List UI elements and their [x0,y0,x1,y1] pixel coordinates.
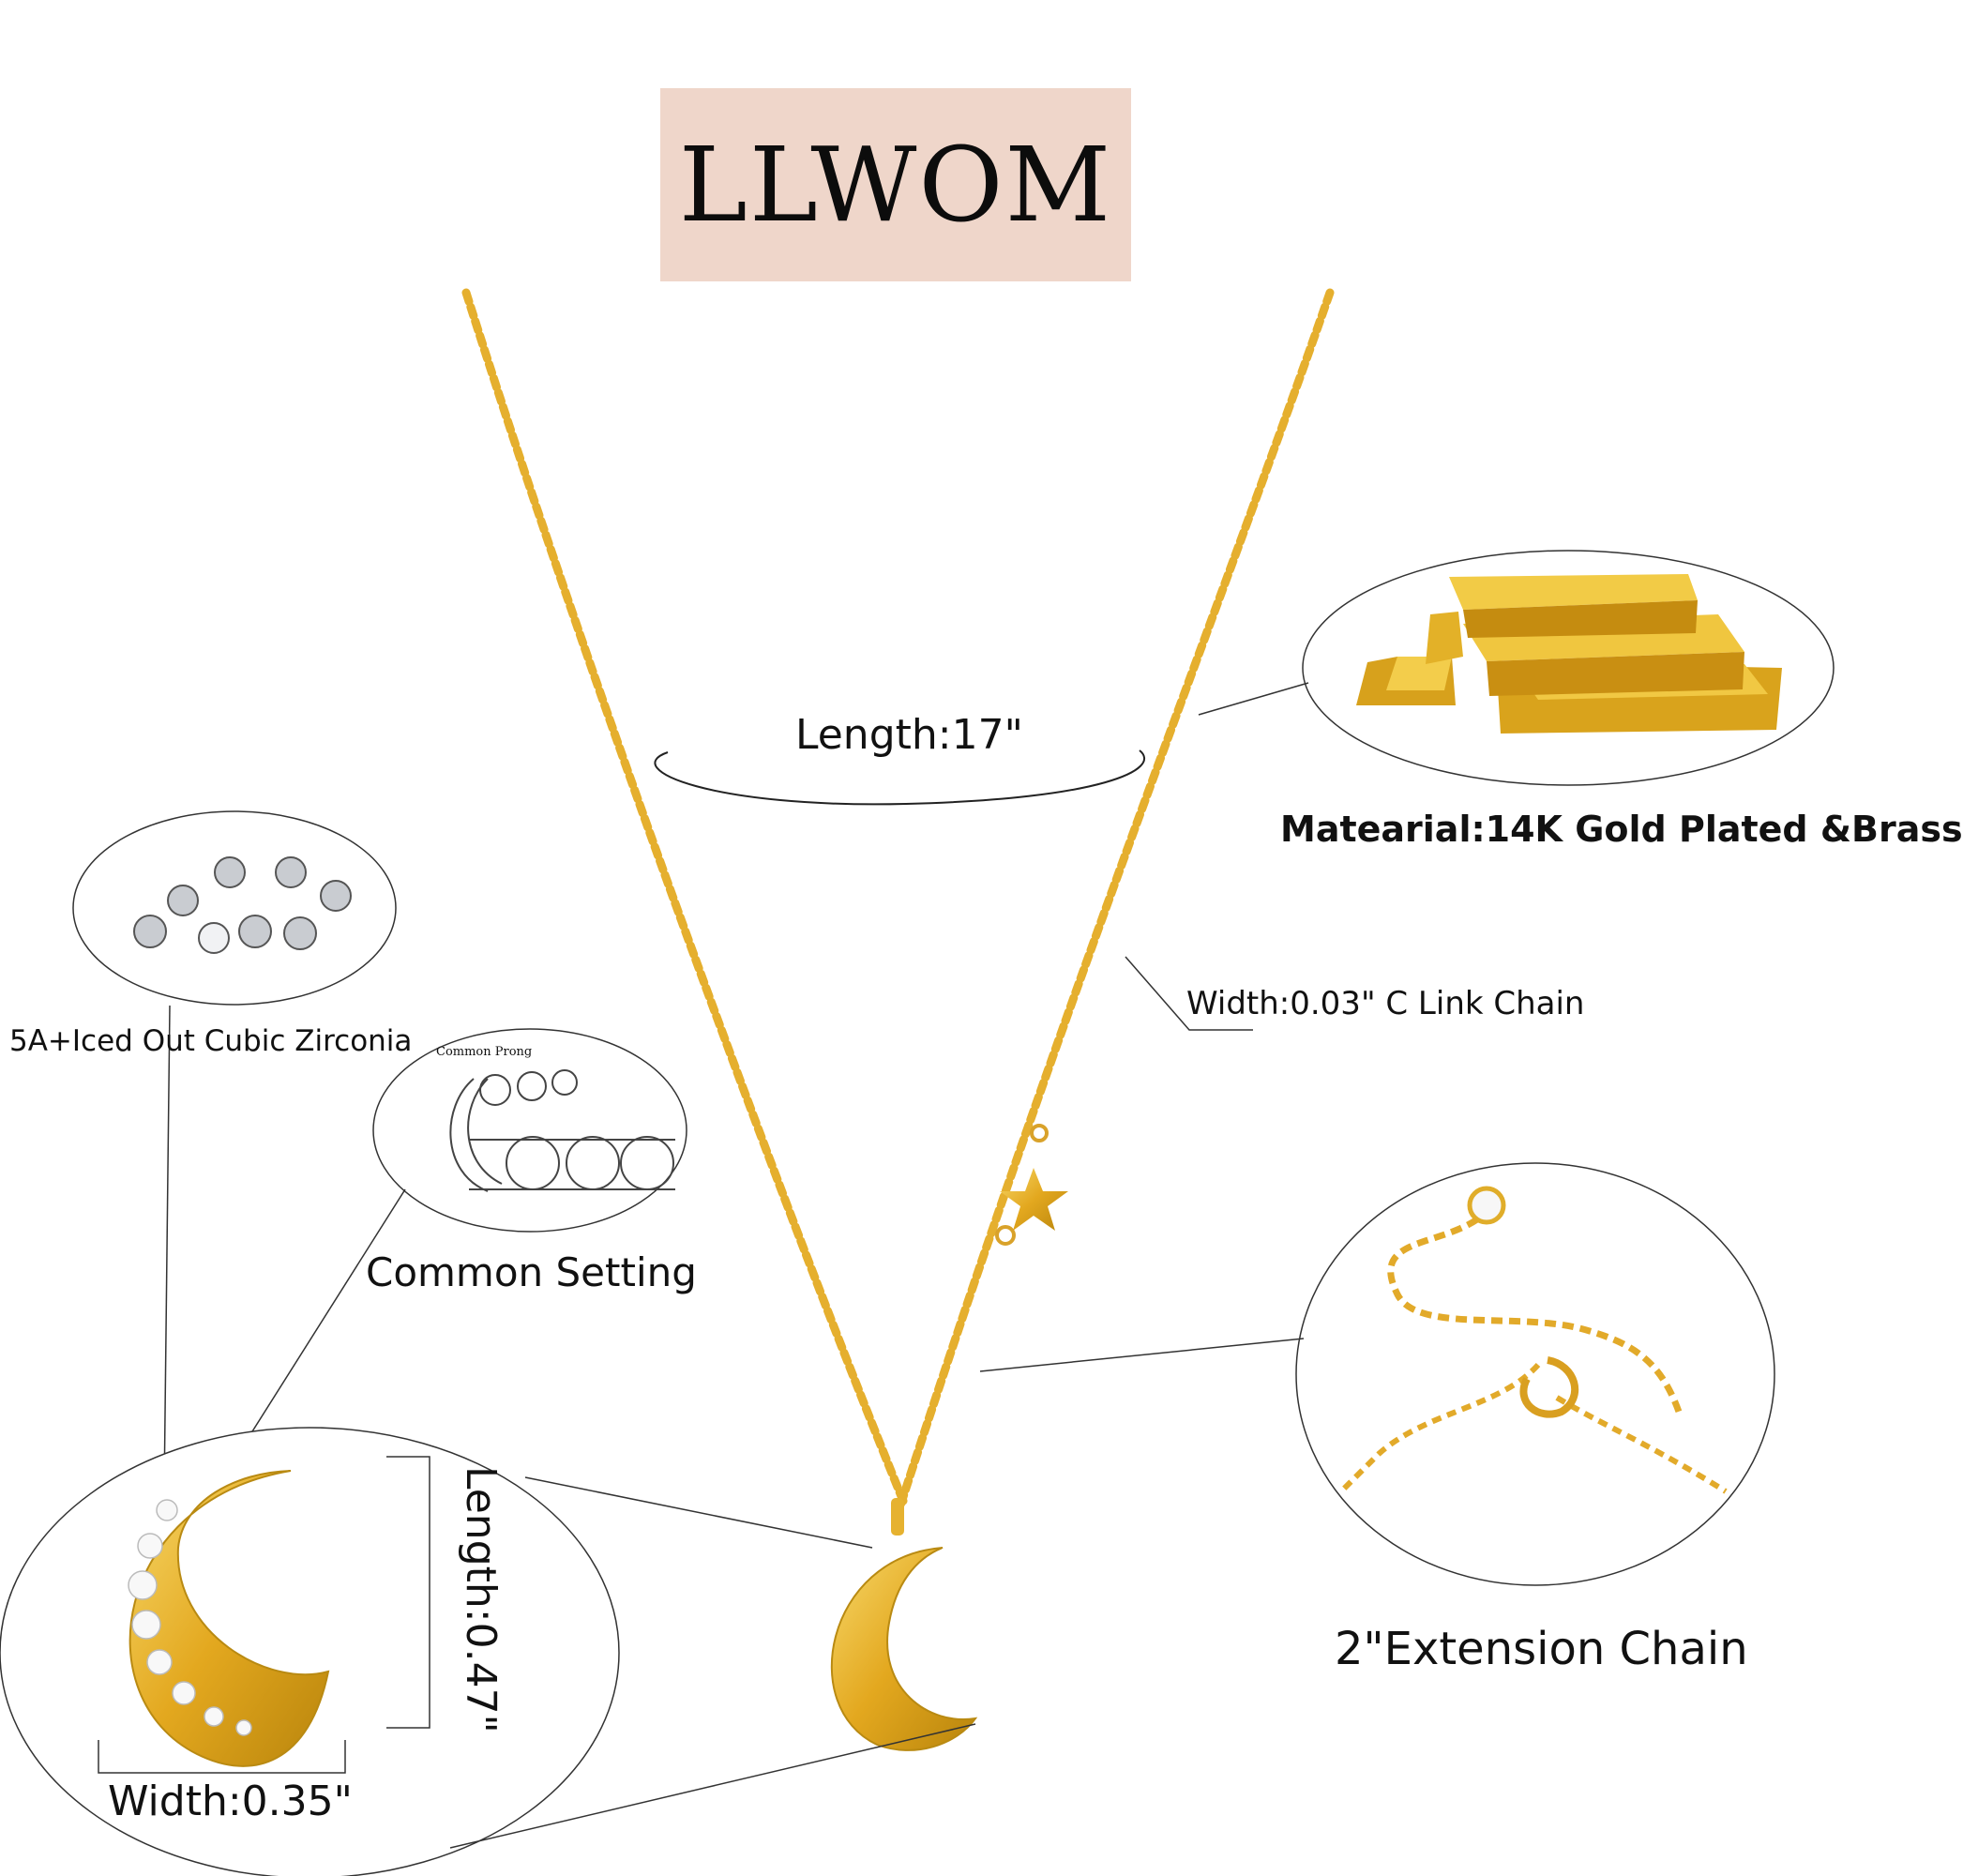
chain-length-label: Length:17" [795,711,1023,759]
setting-ellipse [372,1028,687,1233]
necklace-chain [461,288,1335,1510]
moon-pendant-icon [830,1498,978,1751]
brand-banner: LLWOM [660,88,1131,281]
star-charm-icon [995,1124,1068,1246]
extension-label: 2"Extension Chain [1335,1623,1748,1675]
extension-ellipse [1295,1162,1775,1586]
setting-label: Common Setting [366,1249,697,1295]
zirconia-label: 5A+Iced Out Cubic Zirconia [9,1024,413,1058]
pendant-length-label: Length:0.47" [457,1466,505,1733]
extension-chain-icon [1338,1186,1728,1494]
pendant-width-label: Width:0.35" [108,1778,353,1825]
gold-bars-icon [1356,574,1782,734]
prong-setting-icon [449,1069,675,1192]
zirconia-stones-icon [133,856,352,954]
moon-detail-icon [128,1470,330,1767]
prong-caption: Common Prong [436,1045,533,1059]
zirconia-ellipse [72,810,397,1006]
material-label: Matearial:14K Gold Plated &Brass [1280,809,1963,850]
brand-logo-text: LLWOM [678,125,1113,245]
length-arc [654,749,1145,806]
product-illustration [0,288,1835,1876]
chain-width-label: Width:0.03" C Link Chain [1186,985,1585,1022]
